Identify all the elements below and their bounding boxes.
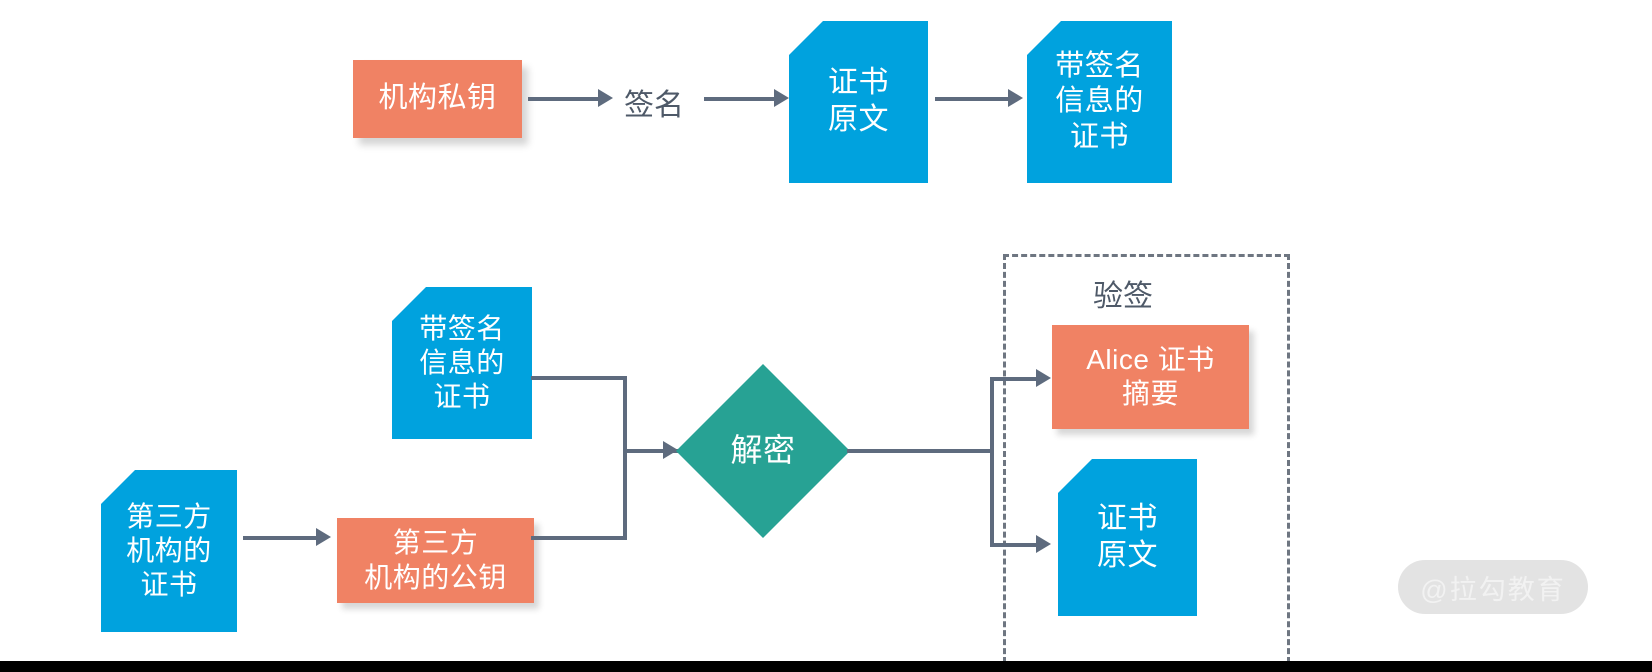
connector-pubkey-out: [531, 536, 627, 540]
watermark-text: @拉勾教育: [1420, 574, 1566, 605]
connector-split-vertical: [990, 377, 994, 547]
node-third-party-certificate[interactable]: 第三方 机构的 证书: [101, 470, 237, 632]
label-sign-text: 签名: [624, 89, 684, 122]
arrowhead-merge-to-decrypt: [663, 441, 678, 459]
node-issuer-private-key-label: 机构私钥: [378, 82, 497, 115]
connector-privatekey-to-sign: [528, 97, 600, 101]
connector-certraw-to-signedcert: [935, 97, 1011, 101]
node-third-party-public-key[interactable]: 第三方 机构的公钥: [337, 518, 534, 603]
bottom-black-band: [0, 661, 1652, 672]
watermark: @拉勾教育: [1398, 560, 1588, 614]
node-certificate-raw-top[interactable]: 证书 原文: [789, 21, 928, 183]
connector-decrypt-out: [847, 449, 994, 453]
arrowhead-privatekey-to-sign: [598, 89, 613, 107]
arrowhead-certraw-to-signedcert: [1008, 89, 1023, 107]
node-issuer-private-key[interactable]: 机构私钥: [353, 60, 522, 138]
node-decrypt-label: 解密: [730, 432, 796, 469]
node-alice-certificate-digest-label: Alice 证书 摘要: [1086, 343, 1215, 409]
arrowhead-split-to-certraw: [1036, 535, 1051, 553]
connector-merge-to-decrypt: [623, 449, 679, 453]
connector-merge-vertical: [623, 376, 627, 540]
node-signed-certificate-top[interactable]: 带签名 信息的 证书: [1027, 21, 1172, 183]
arrowhead-thirdcert-to-pubkey: [316, 528, 331, 546]
node-decrypt[interactable]: 解密: [676, 364, 850, 538]
connector-sign-to-cert-raw: [704, 97, 776, 101]
connector-signedcert-out: [531, 376, 627, 380]
node-third-party-certificate-label: 第三方 机构的 证书: [126, 500, 212, 601]
node-third-party-public-key-label: 第三方 机构的公钥: [364, 527, 507, 593]
node-certificate-raw-top-label: 证书 原文: [828, 66, 889, 136]
connector-split-to-certraw: [990, 543, 1046, 547]
node-certificate-raw-bottom-label: 证书 原文: [1097, 501, 1158, 572]
arrowhead-sign-to-cert-raw: [774, 89, 789, 107]
node-alice-certificate-digest[interactable]: Alice 证书 摘要: [1052, 325, 1249, 429]
arrowhead-split-to-alice: [1036, 369, 1051, 387]
label-verify-group: 验签: [1093, 271, 1153, 315]
node-signed-certificate-bottom-label: 带签名 信息的 证书: [419, 312, 505, 413]
node-certificate-raw-bottom[interactable]: 证书 原文: [1058, 459, 1197, 616]
label-verify-group-text: 验签: [1093, 280, 1153, 313]
connector-split-to-alice: [990, 377, 1046, 381]
node-signed-certificate-bottom[interactable]: 带签名 信息的 证书: [392, 287, 532, 439]
node-signed-certificate-top-label: 带签名 信息的 证书: [1055, 49, 1144, 153]
label-sign: 签名: [624, 80, 684, 124]
connector-thirdcert-to-pubkey: [243, 536, 318, 540]
